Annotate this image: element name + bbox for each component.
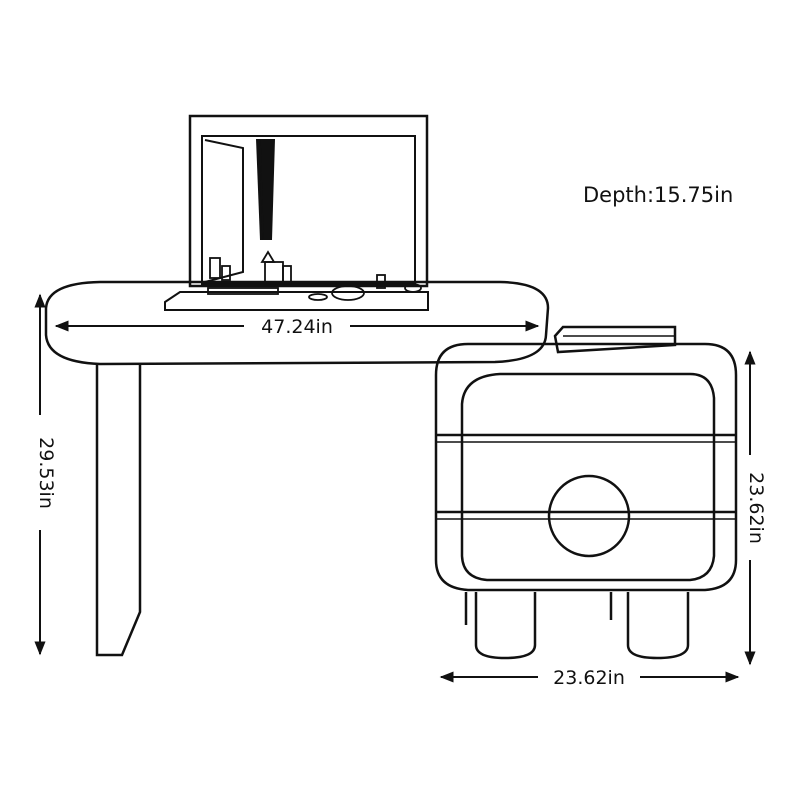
dimension-cabinet-width: 23.62in xyxy=(439,667,740,689)
bottle-3 xyxy=(260,250,276,263)
mirror xyxy=(188,114,429,288)
desk-width-label: 47.24in xyxy=(261,316,333,338)
dimension-desk-height: 29.53in xyxy=(34,293,57,656)
jar-1 xyxy=(264,261,284,285)
cabinet-drawer-front xyxy=(460,372,716,582)
mirror-frame xyxy=(188,114,429,288)
cabinet-body xyxy=(434,342,738,592)
bottle-1 xyxy=(209,257,221,279)
cabinet-top-book xyxy=(553,325,677,354)
cabinet-leg-3 xyxy=(626,592,690,660)
mirror-reflection-shadow xyxy=(256,139,275,240)
dimension-cabinet-height: 23.62in xyxy=(744,350,767,666)
dimension-desk-width: 47.24in xyxy=(54,316,540,338)
cabinet-legs xyxy=(464,592,690,660)
mirror-reflection-door xyxy=(204,139,244,283)
desk-top xyxy=(44,280,550,366)
jar-2 xyxy=(282,265,292,285)
desk-leg-outline xyxy=(95,364,142,657)
brush xyxy=(308,293,328,301)
desk-mirror-slot xyxy=(164,291,429,311)
depth-label: Depth:15.75in xyxy=(583,183,733,207)
cabinet-height-label: 23.62in xyxy=(745,472,767,544)
drawer-round-handle xyxy=(547,474,631,558)
desk-leg xyxy=(95,364,142,657)
bottle-2 xyxy=(221,265,231,281)
drawer-cabinet xyxy=(434,325,738,592)
cabinet-leg-1 xyxy=(474,592,537,660)
mirror-glass xyxy=(201,135,416,285)
desk-height-label: 29.53in xyxy=(35,437,57,509)
desk-top-outline xyxy=(44,280,550,366)
cabinet-width-label: 23.62in xyxy=(553,667,625,689)
